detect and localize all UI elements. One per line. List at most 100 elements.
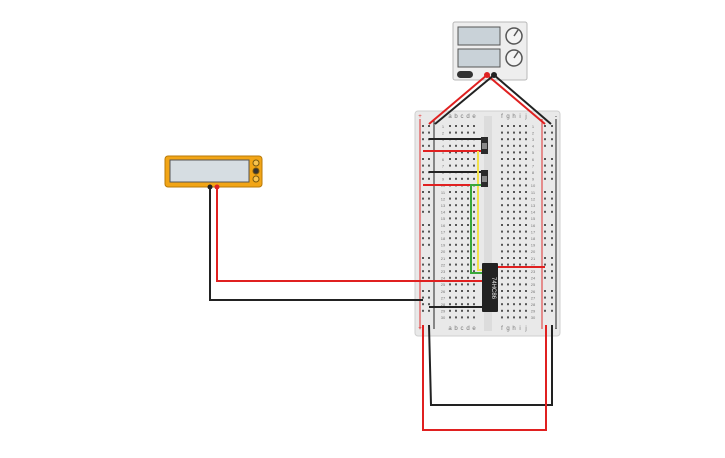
- hole[interactable]: [513, 309, 515, 312]
- wire-psu-positive[interactable]: [428, 74, 488, 125]
- hole[interactable]: [513, 270, 515, 273]
- rail-hole[interactable]: [428, 204, 430, 207]
- hole[interactable]: [519, 283, 521, 286]
- hole[interactable]: [525, 224, 527, 226]
- hole[interactable]: [449, 224, 451, 226]
- wire-meter-black[interactable]: [209, 187, 423, 301]
- rail-hole[interactable]: [551, 204, 553, 207]
- hole[interactable]: [525, 151, 527, 154]
- hole[interactable]: [513, 197, 515, 200]
- hole[interactable]: [461, 257, 463, 259]
- hole[interactable]: [449, 276, 451, 279]
- hole[interactable]: [507, 158, 509, 160]
- hole[interactable]: [473, 276, 475, 279]
- hole[interactable]: [525, 309, 527, 312]
- hole[interactable]: [507, 131, 509, 134]
- hole[interactable]: [473, 158, 475, 160]
- rail-hole[interactable]: [544, 164, 546, 167]
- hole[interactable]: [455, 276, 457, 279]
- rail-hole[interactable]: [428, 164, 430, 167]
- hole[interactable]: [519, 217, 521, 220]
- hole[interactable]: [507, 151, 509, 154]
- hole[interactable]: [525, 283, 527, 286]
- hole[interactable]: [501, 164, 503, 167]
- hole[interactable]: [507, 184, 509, 187]
- hole[interactable]: [513, 303, 515, 306]
- hole[interactable]: [467, 125, 469, 127]
- rail-hole[interactable]: [422, 164, 424, 167]
- hole[interactable]: [473, 217, 475, 220]
- rail-hole[interactable]: [428, 257, 430, 259]
- hole[interactable]: [501, 316, 503, 319]
- hole[interactable]: [513, 283, 515, 286]
- rail-hole[interactable]: [428, 158, 430, 160]
- hole[interactable]: [461, 283, 463, 286]
- hole[interactable]: [467, 250, 469, 253]
- hole[interactable]: [473, 131, 475, 134]
- rail-hole[interactable]: [544, 191, 546, 193]
- hole[interactable]: [461, 243, 463, 246]
- hole[interactable]: [519, 184, 521, 187]
- rail-hole[interactable]: [551, 296, 553, 299]
- rail-hole[interactable]: [428, 191, 430, 193]
- hole[interactable]: [455, 309, 457, 312]
- hole[interactable]: [461, 191, 463, 193]
- hole[interactable]: [449, 237, 451, 240]
- hole[interactable]: [449, 197, 451, 200]
- hole[interactable]: [461, 144, 463, 147]
- rail-hole[interactable]: [428, 125, 430, 127]
- hole[interactable]: [507, 237, 509, 240]
- hole[interactable]: [501, 283, 503, 286]
- hole[interactable]: [507, 296, 509, 299]
- hole[interactable]: [501, 296, 503, 299]
- rail-hole[interactable]: [422, 158, 424, 160]
- rail-hole[interactable]: [422, 303, 424, 306]
- hole[interactable]: [461, 296, 463, 299]
- hole[interactable]: [473, 125, 475, 127]
- hole[interactable]: [455, 151, 457, 154]
- hole[interactable]: [501, 138, 503, 141]
- hole[interactable]: [467, 217, 469, 220]
- hole[interactable]: [519, 138, 521, 141]
- switch-2[interactable]: [481, 170, 488, 187]
- hole[interactable]: [461, 131, 463, 134]
- hole[interactable]: [473, 263, 475, 266]
- hole[interactable]: [519, 230, 521, 233]
- rail-hole[interactable]: [422, 276, 424, 279]
- hole[interactable]: [519, 309, 521, 312]
- mode-button-icon[interactable]: [252, 159, 260, 167]
- hole[interactable]: [519, 197, 521, 200]
- hole[interactable]: [455, 263, 457, 266]
- hole[interactable]: [467, 243, 469, 246]
- hole[interactable]: [507, 177, 509, 180]
- hole[interactable]: [513, 296, 515, 299]
- rail-hole[interactable]: [422, 138, 424, 141]
- rail-hole[interactable]: [551, 210, 553, 213]
- rail-hole[interactable]: [544, 131, 546, 134]
- hole[interactable]: [513, 290, 515, 292]
- hole[interactable]: [461, 177, 463, 180]
- hole[interactable]: [501, 250, 503, 253]
- hole[interactable]: [519, 177, 521, 180]
- rail-hole[interactable]: [544, 303, 546, 306]
- hole[interactable]: [501, 158, 503, 160]
- rail-hole[interactable]: [422, 237, 424, 240]
- probe-black-terminal[interactable]: [207, 184, 213, 190]
- rail-hole[interactable]: [551, 237, 553, 240]
- hole[interactable]: [461, 290, 463, 292]
- hole[interactable]: [507, 276, 509, 279]
- rail-hole[interactable]: [544, 177, 546, 180]
- hole[interactable]: [473, 191, 475, 193]
- hole[interactable]: [525, 138, 527, 141]
- rail-hole[interactable]: [428, 210, 430, 213]
- rail-hole[interactable]: [428, 276, 430, 279]
- hole[interactable]: [467, 230, 469, 233]
- hole[interactable]: [507, 257, 509, 259]
- hole[interactable]: [449, 230, 451, 233]
- hole[interactable]: [473, 144, 475, 147]
- hole[interactable]: [449, 151, 451, 154]
- rail-hole[interactable]: [422, 197, 424, 200]
- hole[interactable]: [461, 197, 463, 200]
- hole[interactable]: [455, 197, 457, 200]
- hole[interactable]: [449, 309, 451, 312]
